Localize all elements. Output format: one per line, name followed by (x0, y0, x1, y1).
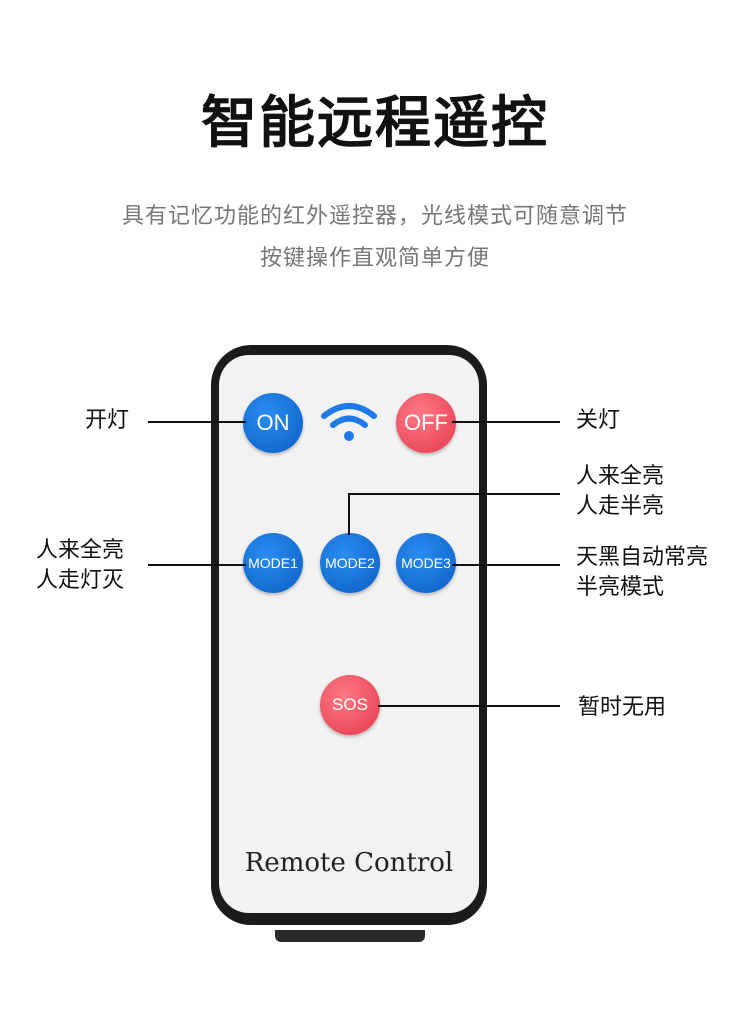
callout-sos: 暂时无用 (578, 695, 667, 720)
callout-line-sos (378, 705, 560, 707)
callout-line-off (452, 421, 560, 423)
callout-mode3-line1: 天黑自动常亮 (576, 545, 709, 570)
callout-line-on (148, 421, 246, 423)
sos-button[interactable]: SOS (320, 675, 380, 735)
callout-line-mode3 (452, 564, 560, 566)
off-button[interactable]: OFF (396, 393, 456, 453)
subtitle-line-2: 按键操作直观简单方便 (259, 246, 490, 271)
callout-mode3-line2: 半亮模式 (576, 575, 665, 600)
callout-mode1-line2: 人走灯灭 (36, 568, 125, 593)
mode2-button[interactable]: MODE2 (320, 533, 380, 593)
remote-label: Remote Control (244, 848, 454, 878)
callout-line-mode1 (148, 564, 246, 566)
mode3-button[interactable]: MODE3 (396, 533, 456, 593)
callout-line-mode2-horizontal (348, 493, 560, 495)
callout-mode1-line1: 人来全亮 (36, 538, 125, 563)
on-button[interactable]: ON (243, 393, 303, 453)
callout-on: 开灯 (85, 408, 130, 433)
callout-mode2-line1: 人来全亮 (576, 464, 665, 489)
subtitle-line-1: 具有记忆功能的红外遥控器，光线模式可随意调节 (121, 204, 628, 229)
page-title: 智能远程遥控 (201, 91, 549, 156)
wifi-signal-icon (321, 403, 377, 441)
mode1-button[interactable]: MODE1 (243, 533, 303, 593)
callout-off: 关灯 (576, 408, 621, 433)
callout-mode2-line2: 人走半亮 (576, 494, 665, 519)
remote-bottom-edge (275, 930, 425, 942)
callout-line-mode2-vertical (348, 493, 350, 535)
